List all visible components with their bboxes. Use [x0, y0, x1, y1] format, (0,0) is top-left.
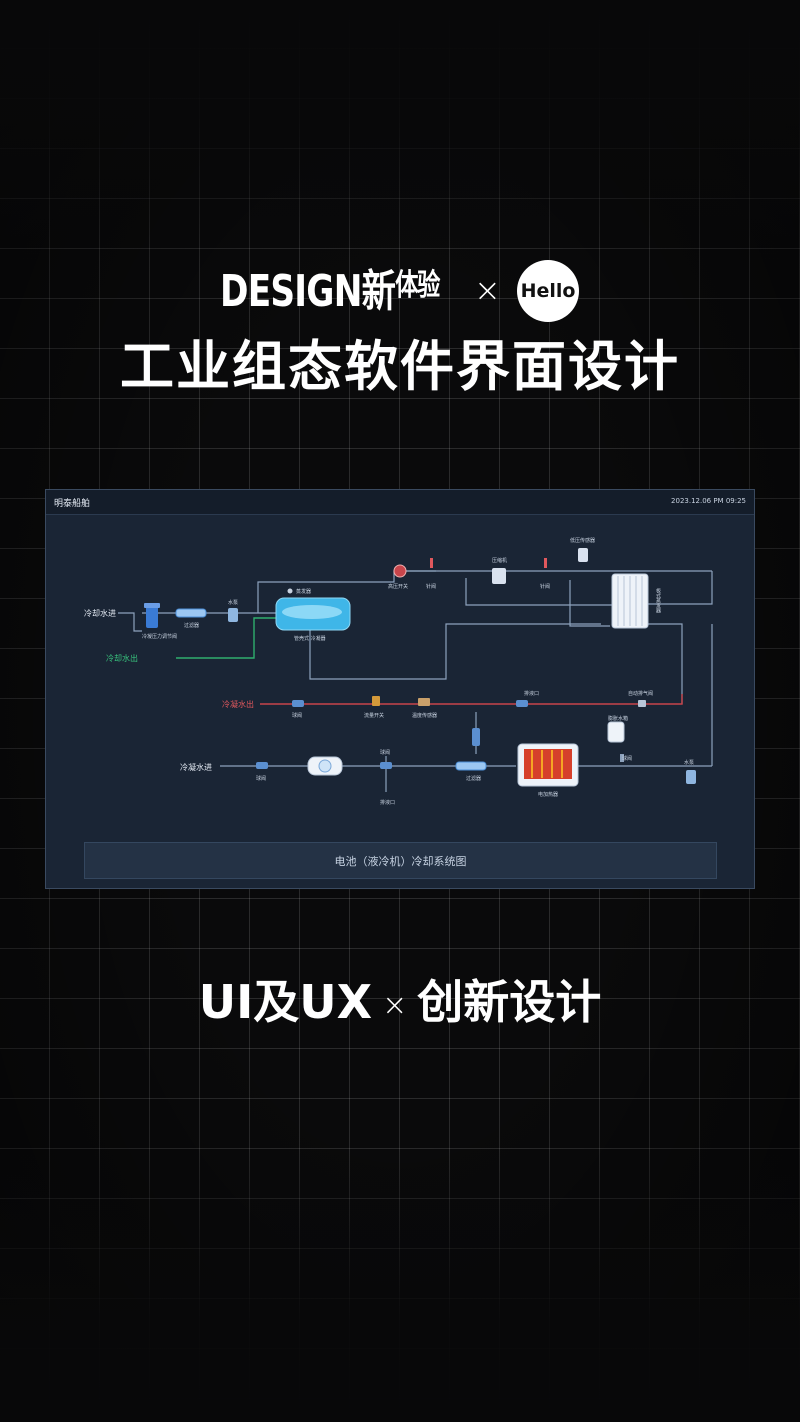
footer-tagline: UI及UX×创新设计: [0, 972, 800, 1036]
label-cooling-in: 冷却水进: [84, 608, 116, 618]
footer-times: ×: [382, 987, 408, 1023]
pipe-network: [118, 570, 713, 792]
needle-valve-1-icon: [430, 558, 433, 568]
label-drain2: 排液口: [380, 799, 395, 806]
label-auto-vent: 自动排气阀: [628, 690, 653, 697]
ball-valve-3-icon: [380, 762, 392, 769]
label-needle2: 针阀: [540, 583, 550, 590]
label-temp-sensor: 温度传感器: [412, 712, 437, 719]
auto-vent-icon: [638, 700, 646, 707]
drain-valve-icon: [516, 700, 528, 707]
pipe-mid-branch: [465, 578, 612, 606]
evaporator-gauge-icon: [287, 588, 293, 594]
label-ball-valve2: 球阀: [256, 775, 266, 782]
label-lp-sensor: 低压传感器: [570, 537, 595, 544]
regulator-valve-body: [146, 606, 158, 628]
app-name: 明泰船舶: [54, 499, 91, 509]
hp-switch-icon: [393, 564, 407, 578]
label-cooling-out: 冷却水出: [106, 653, 138, 663]
plate-evaporator: [611, 573, 649, 629]
pipe-sensor-branch: [569, 580, 610, 627]
label-filter2: 过滤器: [466, 775, 481, 782]
hmi-screen: 明泰船舶 2023.12.06 PM 09:25: [45, 489, 755, 889]
pipe-right-down: [646, 623, 683, 704]
filter-1: [175, 608, 207, 618]
cooling-system-diagram: 冷却水进 冷却水出 冷凝水出 冷凝水进 冷凝压力调节阀 过滤器 水泵 蒸发器 管…: [84, 537, 713, 806]
label-ball-valve4: 球阀: [622, 755, 632, 762]
hello-logo: Hello: [517, 260, 579, 322]
flow-meter-dial: [318, 759, 332, 773]
label-condense-in: 冷凝水进: [180, 762, 212, 772]
label-heater: 电加热器: [538, 791, 558, 798]
label-compressor: 压缩机: [492, 557, 507, 564]
label-hp-switch: 高压开关: [388, 583, 408, 590]
regulator-valve-cap: [144, 603, 160, 608]
times-symbol: ×: [474, 271, 501, 309]
diagram-caption: 电池（液冷机）冷却系统图: [84, 842, 717, 879]
vertical-valve-icon: [472, 728, 480, 746]
pipe-cooling-in: [118, 612, 142, 632]
ball-valve-4-icon: [620, 754, 624, 762]
label-pump-top: 水泵: [228, 599, 238, 606]
ball-valve-2-icon: [256, 762, 268, 769]
pipe-green: [176, 617, 276, 659]
temp-sensor-icon: [418, 698, 430, 706]
label-valve-reg: 冷凝压力调节阀: [142, 633, 177, 640]
label-pump-bottom: 水泵: [684, 759, 694, 766]
flow-switch-icon: [372, 696, 380, 706]
label-shell-tube: 管壳式 冷凝器: [294, 635, 326, 642]
footer-left: UI及UX: [198, 975, 373, 1029]
label-condense-out: 冷凝水出: [222, 699, 254, 709]
label-drain-port: 排液口: [524, 690, 539, 697]
label-needle1: 针阀: [426, 583, 436, 590]
page-title: 工业组态软件界面设计: [120, 335, 680, 398]
label-radiator: 板式蒸发器: [655, 587, 661, 614]
label-flow-switch: 流量开关: [364, 712, 384, 719]
expansion-tank-icon: [607, 721, 625, 743]
needle-valve-2-icon: [544, 558, 547, 568]
pipe-cooling-out: [176, 617, 276, 659]
filter-2: [455, 761, 487, 771]
label-filter: 过滤器: [184, 622, 199, 629]
design-brand-logo: DESIGN新体验: [220, 262, 440, 322]
datetime-display: 2023.12.06 PM 09:25: [671, 497, 746, 505]
screen-title-bar: 明泰船舶 2023.12.06 PM 09:25: [46, 490, 754, 515]
pipe-return: [309, 623, 601, 680]
condenser-highlight: [282, 605, 342, 619]
pipe-right-drop: [646, 571, 713, 605]
pump-bottom-icon: [686, 770, 696, 784]
header-logos: DESIGN新体验 × Hello: [0, 258, 800, 328]
pump-top-icon: [228, 608, 238, 622]
lp-sensor-icon: [578, 548, 588, 562]
footer-right: 创新设计: [417, 975, 602, 1029]
pipe-red: [260, 694, 683, 705]
label-evaporator: 蒸发器: [296, 588, 311, 595]
brand-small-text: 体验: [395, 268, 440, 303]
brand-text: DESIGN新: [220, 266, 396, 317]
ball-valve-1-icon: [292, 700, 304, 707]
label-ball-valve3: 球阀: [380, 749, 390, 756]
label-tank: 膨胀水箱: [608, 715, 628, 722]
compressor-icon: [492, 568, 506, 584]
label-ball-valve1: 球阀: [292, 712, 302, 719]
pipe-condense-out: [260, 694, 683, 705]
